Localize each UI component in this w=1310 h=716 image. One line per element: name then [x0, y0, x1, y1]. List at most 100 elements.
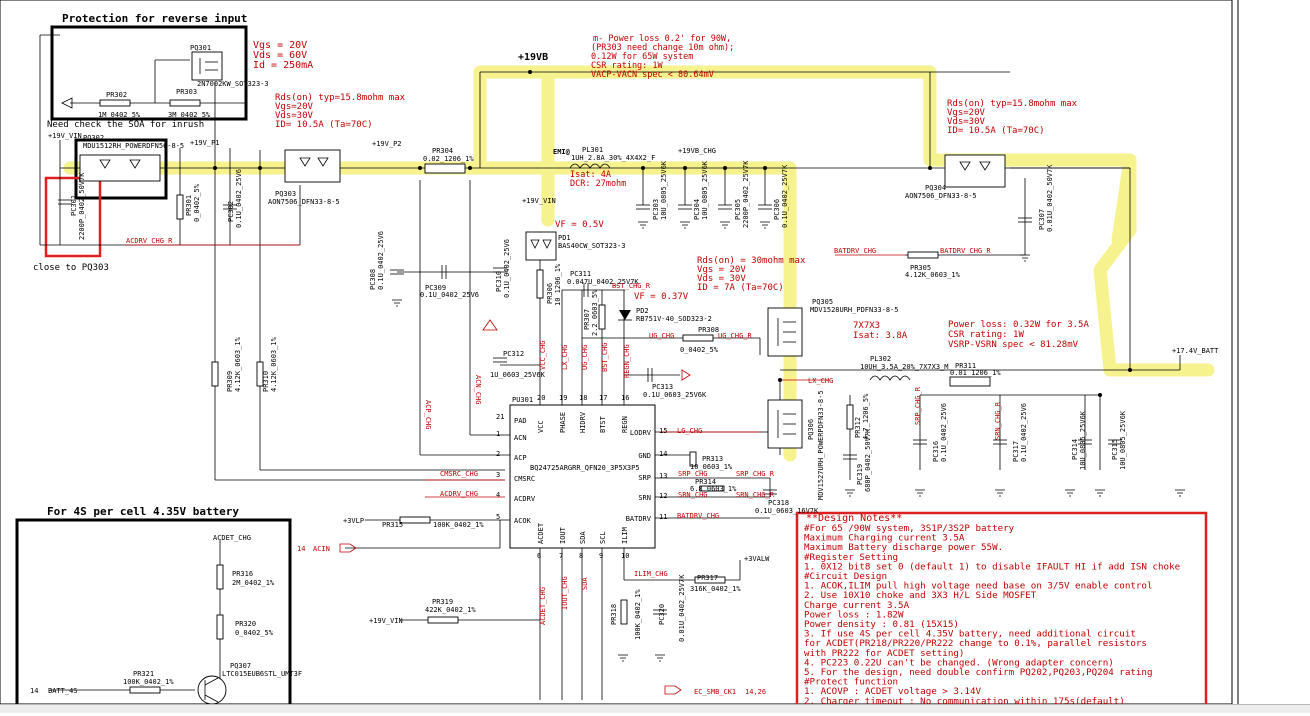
pc308-capacitor[interactable]: PC308 0.1U_0402_25V6 [369, 231, 404, 290]
pc319-capacitor[interactable]: PC319 680P_0402_50V7K [843, 428, 872, 492]
power-right-3: VSRP-VSRN spec < 81.28mV [948, 340, 1079, 350]
pr309-resistor[interactable]: PR309 4.12K_0603_1% [211, 336, 242, 392]
design-note-line: Power density : 0.81 (15X15) [804, 619, 959, 630]
pq307-label: PQ307 [230, 662, 251, 670]
rds-right-3: Vds=30V [947, 117, 986, 127]
pr303-label: PR303 [176, 88, 197, 96]
pd2-diode[interactable]: PD2 RB751V-40_SOD323-2 [618, 307, 712, 323]
pr320-resistor[interactable]: PR320 0_0402_5% [216, 614, 274, 640]
pc311-capacitor[interactable]: PC311 0.047U_0402_25V7K [567, 270, 639, 297]
pr315-resistor[interactable]: PR315 100K_0402_1% [382, 516, 484, 529]
design-note-line: 4. PC223 0.22U can't be changed. (Wrong … [804, 657, 1114, 668]
pc317-capacitor[interactable]: PC317 0.1U_0402_25V6 [993, 403, 1028, 462]
ic-pin-acp: ACP [514, 454, 527, 462]
pr316-resistor[interactable]: PR316 2M_0402_1% [216, 564, 275, 590]
ic-pin-num-16: 16 [621, 394, 629, 402]
pr314-resistor[interactable]: PR314 6.8_0603_1% [690, 478, 737, 493]
pr304-resistor[interactable]: PR304 0.02_1206_1% [423, 147, 474, 174]
pr312-resistor[interactable]: PR312 4.7_1206_5% [846, 393, 870, 440]
protection-title: Protection for reverse input [62, 12, 247, 25]
pc316-capacitor[interactable]: PC316 0.1U_0402_25V6 [913, 403, 948, 462]
sig-srp-chg-r-v: SRP_CHG_R [914, 386, 922, 425]
pr307-resistor[interactable]: PR307 2.2_0603_5% [583, 289, 606, 336]
red-wires [125, 244, 905, 498]
pc317-value: 0.1U_0402_25V6 [1020, 403, 1028, 462]
pd1-diode[interactable]: PD1 BAS40CW_SOT323-3 [525, 231, 625, 261]
pq305-mosfet[interactable]: PQ305 MDV1528URH_PDFN33-8-5 [767, 298, 899, 357]
vf-pd2: VF = 0.37V [634, 292, 689, 302]
pr310-resistor[interactable]: PR310 4.12K_0603_1% [256, 336, 278, 392]
pr306-resistor[interactable]: PR306 10_1206_1% [536, 263, 562, 306]
pc301-label: PC301 [70, 195, 78, 216]
pc301-box [44, 176, 102, 258]
pr313-resistor[interactable]: PR313 10_0603_1% [689, 451, 733, 471]
ic-pin-acdet: ACDET [537, 522, 545, 544]
pc320-label: PC320 [658, 604, 666, 625]
power-right-2: CSR rating: 1W [948, 330, 1024, 340]
pr311-resistor[interactable]: PR311 0.01_1206_1% [949, 362, 1001, 387]
pc315-capacitor[interactable]: PC315 10U_0805_25V6K [1108, 410, 1127, 470]
pc312-capacitor[interactable]: PC312 1U_0603_25V6K [490, 350, 546, 379]
pr306-label: PR306 [546, 283, 554, 304]
net-19v-vin-bottom: +19V_VIN [369, 617, 403, 625]
ic-pin-num-17: 17 [599, 394, 607, 402]
ic-pin-num-10: 10 [621, 552, 629, 560]
design-note-line: Maximum Charging current 3.5A [804, 533, 965, 544]
pc304-capacitor[interactable]: PC304 10U_0805_25V6K [678, 160, 709, 220]
pc314-capacitor[interactable]: PC314 10U_0805_25V6K [1071, 410, 1092, 470]
pu301-charger-ic[interactable]: PU301 BQ24725ARGRR_QFN20_3P5X3P5 [509, 396, 656, 549]
sig-lg-chg: LG_CHG [677, 427, 702, 435]
ground-arrow-icon [61, 97, 73, 109]
pc309-capacitor[interactable]: PC309 0.1U_0402_25V6 [420, 265, 479, 299]
pq303-mosfet[interactable]: PQ303 AON7506_DFN33-8-5 [268, 149, 341, 206]
pc309-label: PC309 [425, 284, 446, 292]
pc310-value: 0.1U_0402_25V6 [503, 239, 511, 298]
pc302-capacitor[interactable]: PC302 0.1U_0402_25V6 [223, 169, 243, 228]
pr317-resistor[interactable]: PR317 316K_0402_1% [690, 574, 741, 593]
pr312-value: 4.7_1206_5% [862, 393, 870, 440]
rds-left-1: Rds(on) typ=15.8mohm max [275, 93, 406, 103]
sig-ilim-chg: ILIM_CHG [634, 570, 668, 578]
pq304-mosfet[interactable]: PQ304 AON7506_DFN33-8-5 [905, 154, 1006, 200]
pr305-resistor[interactable]: PR305 4.12K_0603_1% [905, 251, 961, 279]
pr316-label: PR316 [232, 570, 253, 578]
pc320-capacitor[interactable]: PC320 0.01U_0402_25V7K [653, 574, 686, 642]
pc303-label: PC303 [652, 199, 660, 220]
pq302-mosfet[interactable]: PQ302 MDU1512RH_POWERDFN56-8-5 [79, 134, 184, 182]
sig-srp-chg-r: SRP_CHG_R [736, 470, 775, 478]
design-notes-title: **Design Notes** [806, 513, 902, 524]
sig-acdrv-chg: ACDRV_CHG [440, 490, 478, 498]
pq306-mosfet[interactable]: PQ306 MDV1527URH_POWERPDFN33-8-5 [767, 390, 825, 500]
pc307-capacitor[interactable]: PC307 0.01U_0402_50V7K [1018, 164, 1054, 232]
pr321-resistor[interactable]: PR321 100K_0402_1% [123, 670, 174, 694]
pr318-resistor[interactable]: PR318 100K_0402_1% [610, 589, 642, 640]
pr303-resistor[interactable]: PR303 3M_0402_5% [168, 88, 211, 119]
pr302-resistor[interactable]: PR302 1M_0402_5% [98, 91, 141, 119]
pr318-label: PR318 [610, 604, 618, 625]
pq301-mosfet[interactable]: PQ301 2N7002KW_SOT323-3 Vgs = 20V Vds = … [190, 40, 313, 88]
pc305-value: 2200P_0402_25V7K [742, 160, 750, 228]
pc309-value: 0.1U_0402_25V6 [420, 291, 479, 299]
pc318-capacitor[interactable]: PC318 0.1U_0603_16V7K [755, 489, 819, 515]
isat-note-1: Isat: 4A [570, 170, 611, 180]
pl301-inductor[interactable]: EMI@ PL301 1UH_2.8A_30%_4X4X2_F Isat: 4A… [553, 146, 655, 189]
sig-bst-chg-r: BST_CHG_R [612, 282, 651, 290]
pc313-capacitor[interactable]: PC313 0.1U_0603_25V6K [643, 368, 707, 399]
design-note-line: 3. If use 4S per cell 4.35V battery, nee… [804, 629, 1136, 640]
pr319-label: PR319 [432, 598, 453, 606]
pc303-capacitor[interactable]: PC303 10U_0805_25V6K [636, 160, 668, 220]
pr319-resistor[interactable]: PR319 422K_0402_1% [425, 598, 476, 624]
pc315-label: PC315 [1111, 439, 1119, 460]
net-acin: ACIN [313, 545, 330, 553]
pc301-capacitor[interactable]: PC301 2200P_0402_50V7K [58, 172, 86, 240]
ic-pin-hidrv: HIDRV [579, 411, 587, 433]
ic-pin-srn: SRN [638, 494, 651, 502]
pr301-resistor[interactable]: PR301 0_0402_5% [176, 183, 201, 222]
net-3valw: +3VALW [744, 555, 770, 563]
pl302-inductor[interactable]: PL302 10UH_3.5A_20%_7X7X3_M [860, 355, 949, 381]
pc306-capacitor[interactable]: PC306 0.1U_0402_25V7K [758, 164, 789, 228]
pc305-capacitor[interactable]: PC305 2200P_0402_25V7K [718, 160, 750, 228]
pr308-resistor[interactable]: PR308 0_0402_5% [680, 326, 719, 354]
pr310-value: 4.12K_0603_1% [270, 336, 278, 392]
pc310-capacitor[interactable]: PC310 0.1U_0402_25V6 [493, 239, 511, 298]
